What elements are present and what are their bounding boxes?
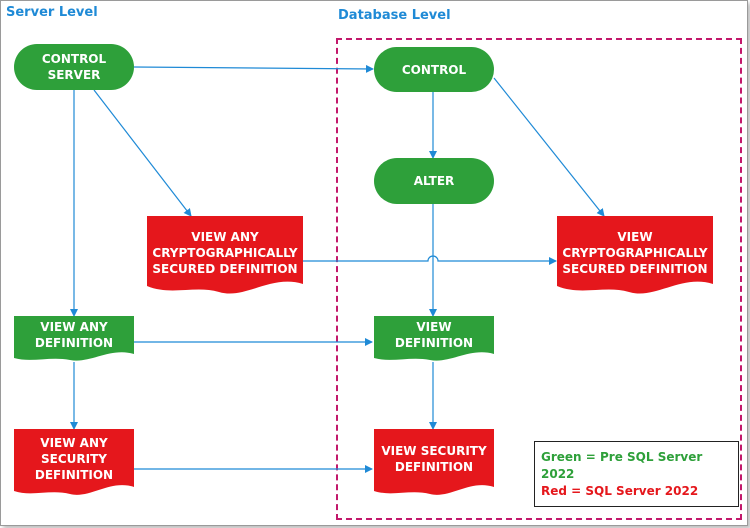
- arrow-control-server-to-view-any-crypto: [93, 89, 192, 217]
- view-any-crypto-node: VIEW ANY CRYPTOGRAPHICALLY SECURED DEFIN…: [147, 216, 303, 300]
- arrow-control-to-view-crypto: [493, 77, 605, 217]
- legend-red-entry: Red = SQL Server 2022: [541, 483, 699, 498]
- view-any-definition-node: VIEW ANY DEFINITION: [14, 316, 134, 364]
- arrow-control-server-to-control: [133, 64, 374, 73]
- arrow-view-any-crypto-to-view-crypto: [303, 255, 557, 265]
- legend-green-entry: Green = Pre SQL Server 2022: [541, 449, 703, 481]
- view-definition-label: VIEW DEFINITION: [394, 320, 474, 350]
- database-level-boundary: [336, 38, 742, 520]
- view-security-label: VIEW SECURITY DEFINITION: [381, 444, 487, 474]
- database-level-heading: Database Level: [338, 8, 451, 23]
- control-node: CONTROL: [374, 47, 494, 92]
- control-server-node: CONTROL SERVER: [14, 44, 134, 90]
- document-shape: [374, 429, 494, 495]
- document-shape: [14, 429, 134, 495]
- document-shape: [147, 216, 303, 294]
- view-any-security-node: VIEW ANY SECURITY DEFINITION: [14, 429, 134, 499]
- view-any-crypto-label: VIEW ANY CRYPTOGRAPHICALLY SECURED DEFIN…: [152, 230, 298, 276]
- view-any-security-label: VIEW ANY SECURITY DEFINITION: [34, 436, 114, 482]
- server-level-heading: Server Level: [6, 5, 98, 20]
- document-shape: [557, 216, 713, 294]
- view-crypto-node: VIEW CRYPTOGRAPHICALLY SECURED DEFINITIO…: [557, 216, 713, 300]
- view-crypto-label: VIEW CRYPTOGRAPHICALLY SECURED DEFINITIO…: [562, 230, 708, 276]
- view-definition-node: VIEW DEFINITION: [374, 316, 494, 364]
- alter-node: ALTER: [374, 158, 494, 204]
- document-shape: [374, 316, 494, 361]
- view-any-definition-label: VIEW ANY DEFINITION: [34, 320, 114, 350]
- document-shape: [14, 316, 134, 361]
- view-security-node: VIEW SECURITY DEFINITION: [374, 429, 494, 499]
- legend-box: Green = Pre SQL Server 2022 Red = SQL Se…: [534, 441, 739, 507]
